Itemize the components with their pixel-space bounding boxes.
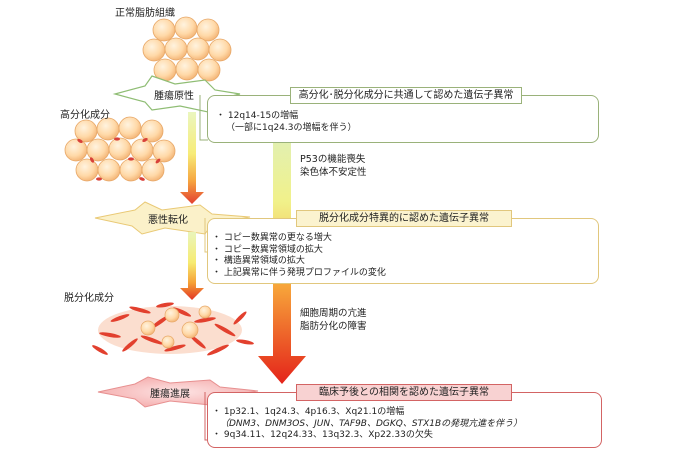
dediff-specific-box: ・ コピー数異常の更なる増大 ・ コピー数異常領域の拡大 ・ 構造異常領域の拡大… — [207, 218, 599, 284]
malignant-burst — [94, 201, 251, 235]
prognosis-box: ・ 1p32.1、1q24.3、4p16.3、Xq21.1の増幅 （DNM3、D… — [207, 392, 602, 448]
progression-burst — [97, 376, 259, 408]
note-cell-cycle: 細胞周期の亢進 脂肪分化の障害 — [300, 308, 367, 332]
left-arrow-lower — [180, 232, 204, 300]
note-p53: P53の機能喪失 染色体不安定性 — [300, 154, 367, 178]
well-differentiated-cells — [64, 116, 176, 182]
common-abnormalities-header: 高分化･脱分化成分に共通して認めた遺伝子異常 — [290, 87, 522, 104]
malignant-label: 悪性転化 — [148, 215, 188, 226]
dedifferentiated-label: 脱分化成分 — [64, 293, 114, 304]
dediff-specific-header: 脱分化成分特異的に認めた遺伝子異常 — [296, 210, 512, 227]
normal-fat-cells — [142, 16, 232, 82]
left-arrow-upper — [180, 112, 204, 204]
prognosis-header: 臨床予後との相関を認めた遺伝子異常 — [296, 384, 512, 401]
well-differentiated-label: 高分化成分 — [60, 110, 110, 121]
tumorigenesis-label: 腫瘍原性 — [154, 91, 194, 102]
normal-tissue-label: 正常脂肪組織 — [115, 8, 175, 19]
progression-label: 腫瘍進展 — [150, 389, 190, 400]
dedifferentiated-cells — [92, 302, 254, 356]
